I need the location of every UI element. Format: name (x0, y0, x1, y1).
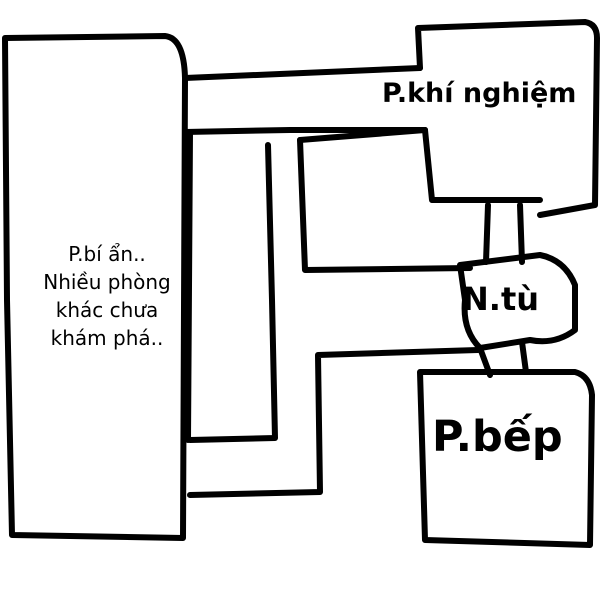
mystery-room-line-4: khám phá.. (50, 326, 164, 350)
cell-room-outline (457, 252, 578, 351)
lab-room-label: P.khí nghiệm (382, 78, 577, 109)
cell-room-label: N.tù (462, 280, 540, 318)
kitchen-room-outline (417, 369, 595, 548)
mystery-room-line-3: khác chưa (55, 298, 159, 322)
inner-corridor-left-edge (185, 129, 193, 443)
inner-corridor-right-top (297, 127, 428, 143)
mystery-room-outline (2, 33, 188, 541)
mystery-room-line-2: Nhiều phòng (43, 270, 171, 294)
top-corridor-upper-wall (182, 65, 423, 81)
lab-cell-connector (483, 202, 525, 265)
top-corridor-lower-wall (182, 127, 428, 135)
lab-room-outline (415, 19, 600, 218)
lower-corridor-wall (187, 347, 481, 498)
mystery-room-line-1: P.bí ẩn.. (68, 242, 146, 266)
kitchen-room-label: P.bếp (432, 412, 563, 462)
inner-corridor-left-wall (187, 142, 278, 443)
mystery-room-label: P.bí ẩn.. Nhiều phòng khác chưa khám phá… (32, 240, 182, 352)
inner-corridor-right-wall (297, 137, 473, 273)
